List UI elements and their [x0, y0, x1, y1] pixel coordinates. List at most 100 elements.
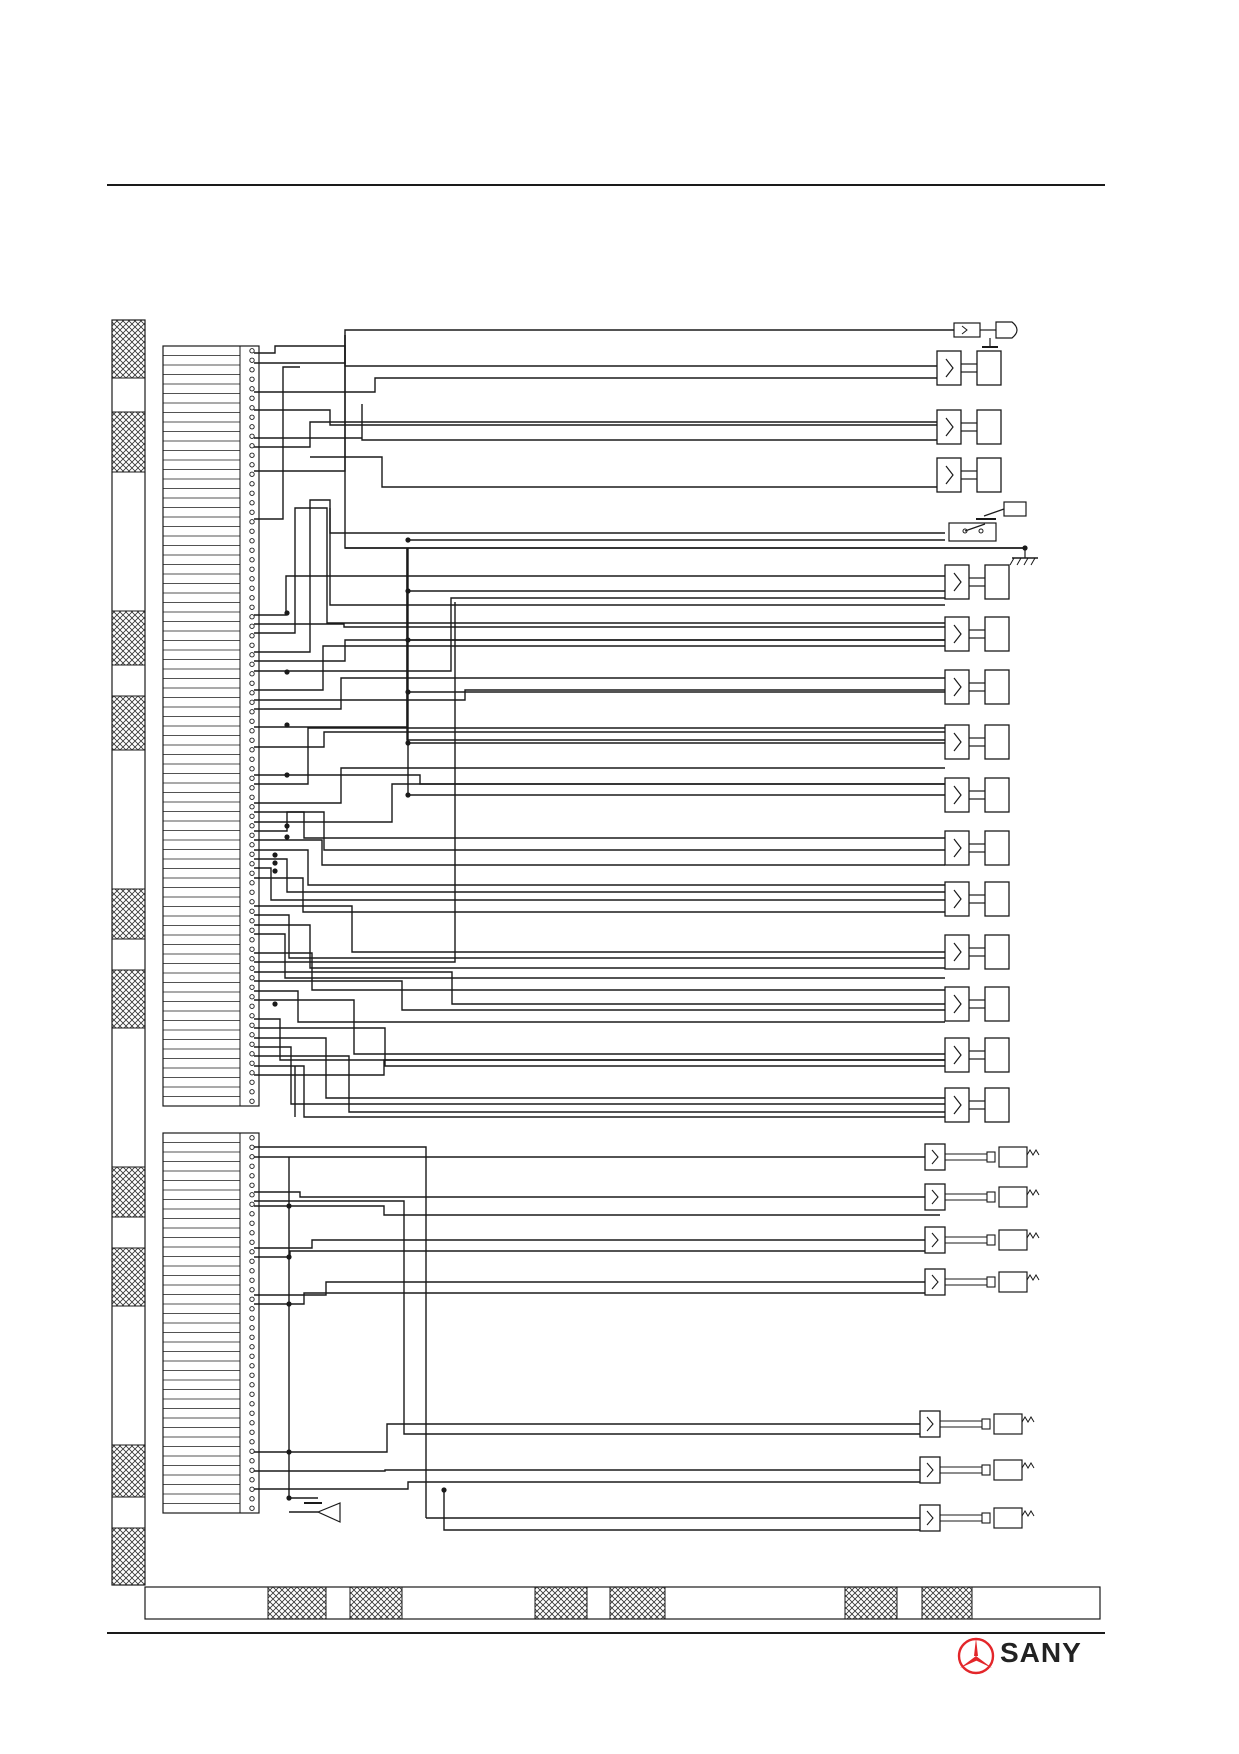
device-column — [919, 321, 1040, 1532]
wire-junction — [284, 772, 290, 778]
connector-pin — [249, 623, 255, 629]
wire — [254, 767, 945, 804]
sensor-body — [993, 1413, 1023, 1435]
diode-box — [944, 1087, 970, 1123]
sensor-diode-box — [924, 1268, 946, 1296]
diode-box — [944, 669, 970, 705]
diode-box — [944, 564, 970, 600]
connector-pin — [249, 680, 255, 686]
wire — [254, 924, 945, 969]
coil-box — [984, 830, 1010, 866]
connector-pin — [249, 1201, 255, 1207]
solenoid-valve — [936, 350, 1002, 386]
connector-pin — [249, 1467, 255, 1473]
connector-pin — [249, 443, 255, 449]
connector-pin — [249, 1277, 255, 1283]
wire — [254, 727, 945, 785]
connector-pin — [249, 1486, 255, 1492]
wire — [254, 421, 945, 448]
wire-junction — [272, 868, 278, 874]
sensor-diode-box — [919, 1456, 941, 1484]
sensor-body — [998, 1271, 1028, 1293]
lamp-lead — [983, 508, 1005, 517]
connector-pin — [249, 557, 255, 563]
connector-pin — [249, 718, 255, 724]
connector-pin — [249, 1439, 255, 1445]
wire-junction — [405, 792, 411, 798]
diode-icon — [945, 465, 954, 485]
sensor-plug — [981, 1464, 991, 1476]
diode-icon — [953, 624, 962, 644]
sensor-plug — [986, 1151, 996, 1163]
connector-pin — [249, 1258, 255, 1264]
connector-pin — [249, 1287, 255, 1293]
connector-pin — [249, 823, 255, 829]
connector-pin — [249, 1420, 255, 1426]
diode-icon — [931, 1189, 939, 1205]
wire — [254, 597, 945, 672]
wire-junction — [284, 669, 290, 675]
wire — [254, 849, 945, 886]
connector-pin — [249, 832, 255, 838]
connector-pin — [249, 1315, 255, 1321]
sensor-diode-box — [924, 1183, 946, 1211]
connector-pin — [249, 1135, 255, 1141]
left-frame-strip — [111, 319, 146, 1586]
connector-pin — [249, 633, 255, 639]
connector-pin — [249, 899, 255, 905]
diode-icon — [953, 942, 962, 962]
wire — [254, 839, 945, 866]
wire — [254, 499, 945, 653]
wire — [254, 731, 945, 748]
diode-box — [936, 409, 962, 445]
diode-icon — [953, 1095, 962, 1115]
sensor-body — [998, 1186, 1028, 1208]
connector-pin — [249, 1051, 255, 1057]
spring-icon — [1026, 1274, 1040, 1281]
spring-icon — [1021, 1510, 1035, 1517]
wire — [254, 783, 945, 823]
connector-pin — [249, 348, 255, 354]
connector-pin — [249, 1458, 255, 1464]
connector-pin — [249, 1013, 255, 1019]
wire — [254, 811, 945, 851]
connector-pin — [249, 1477, 255, 1483]
wire — [406, 548, 945, 741]
coil-box — [976, 409, 1002, 445]
diode-box — [944, 934, 970, 970]
connector-pin — [249, 462, 255, 468]
wire — [254, 867, 945, 901]
connector-pin — [249, 690, 255, 696]
solenoid-valve — [944, 724, 1010, 760]
wire — [254, 811, 945, 839]
connector-pin — [249, 386, 255, 392]
connector-pin — [249, 1154, 255, 1160]
connector-pin — [249, 794, 255, 800]
wire — [254, 1200, 940, 1435]
connector-pin — [249, 728, 255, 734]
wire — [254, 999, 945, 1055]
connector-pin — [249, 547, 255, 553]
connector-pin — [249, 576, 255, 582]
connector-pin — [249, 376, 255, 382]
connector-pin — [249, 1163, 255, 1169]
connector-pin — [249, 1079, 255, 1085]
wire — [254, 1191, 940, 1198]
connector-pin — [249, 595, 255, 601]
connector-pin — [249, 1268, 255, 1274]
connector-pin — [249, 642, 255, 648]
wire — [254, 409, 945, 426]
diode-icon — [926, 1416, 934, 1432]
connector-pin — [249, 908, 255, 914]
wire-junction — [272, 852, 278, 858]
connector-pin — [249, 367, 255, 373]
connector-pin — [249, 1382, 255, 1388]
connector-pin — [249, 490, 255, 496]
wire-junction — [272, 1001, 278, 1007]
sensor-plug — [981, 1512, 991, 1524]
sensor-diode-box — [919, 1410, 941, 1438]
connector-pin — [249, 471, 255, 477]
wire-junction — [286, 1203, 292, 1209]
connector-pin — [249, 1249, 255, 1255]
wire — [344, 335, 1025, 549]
